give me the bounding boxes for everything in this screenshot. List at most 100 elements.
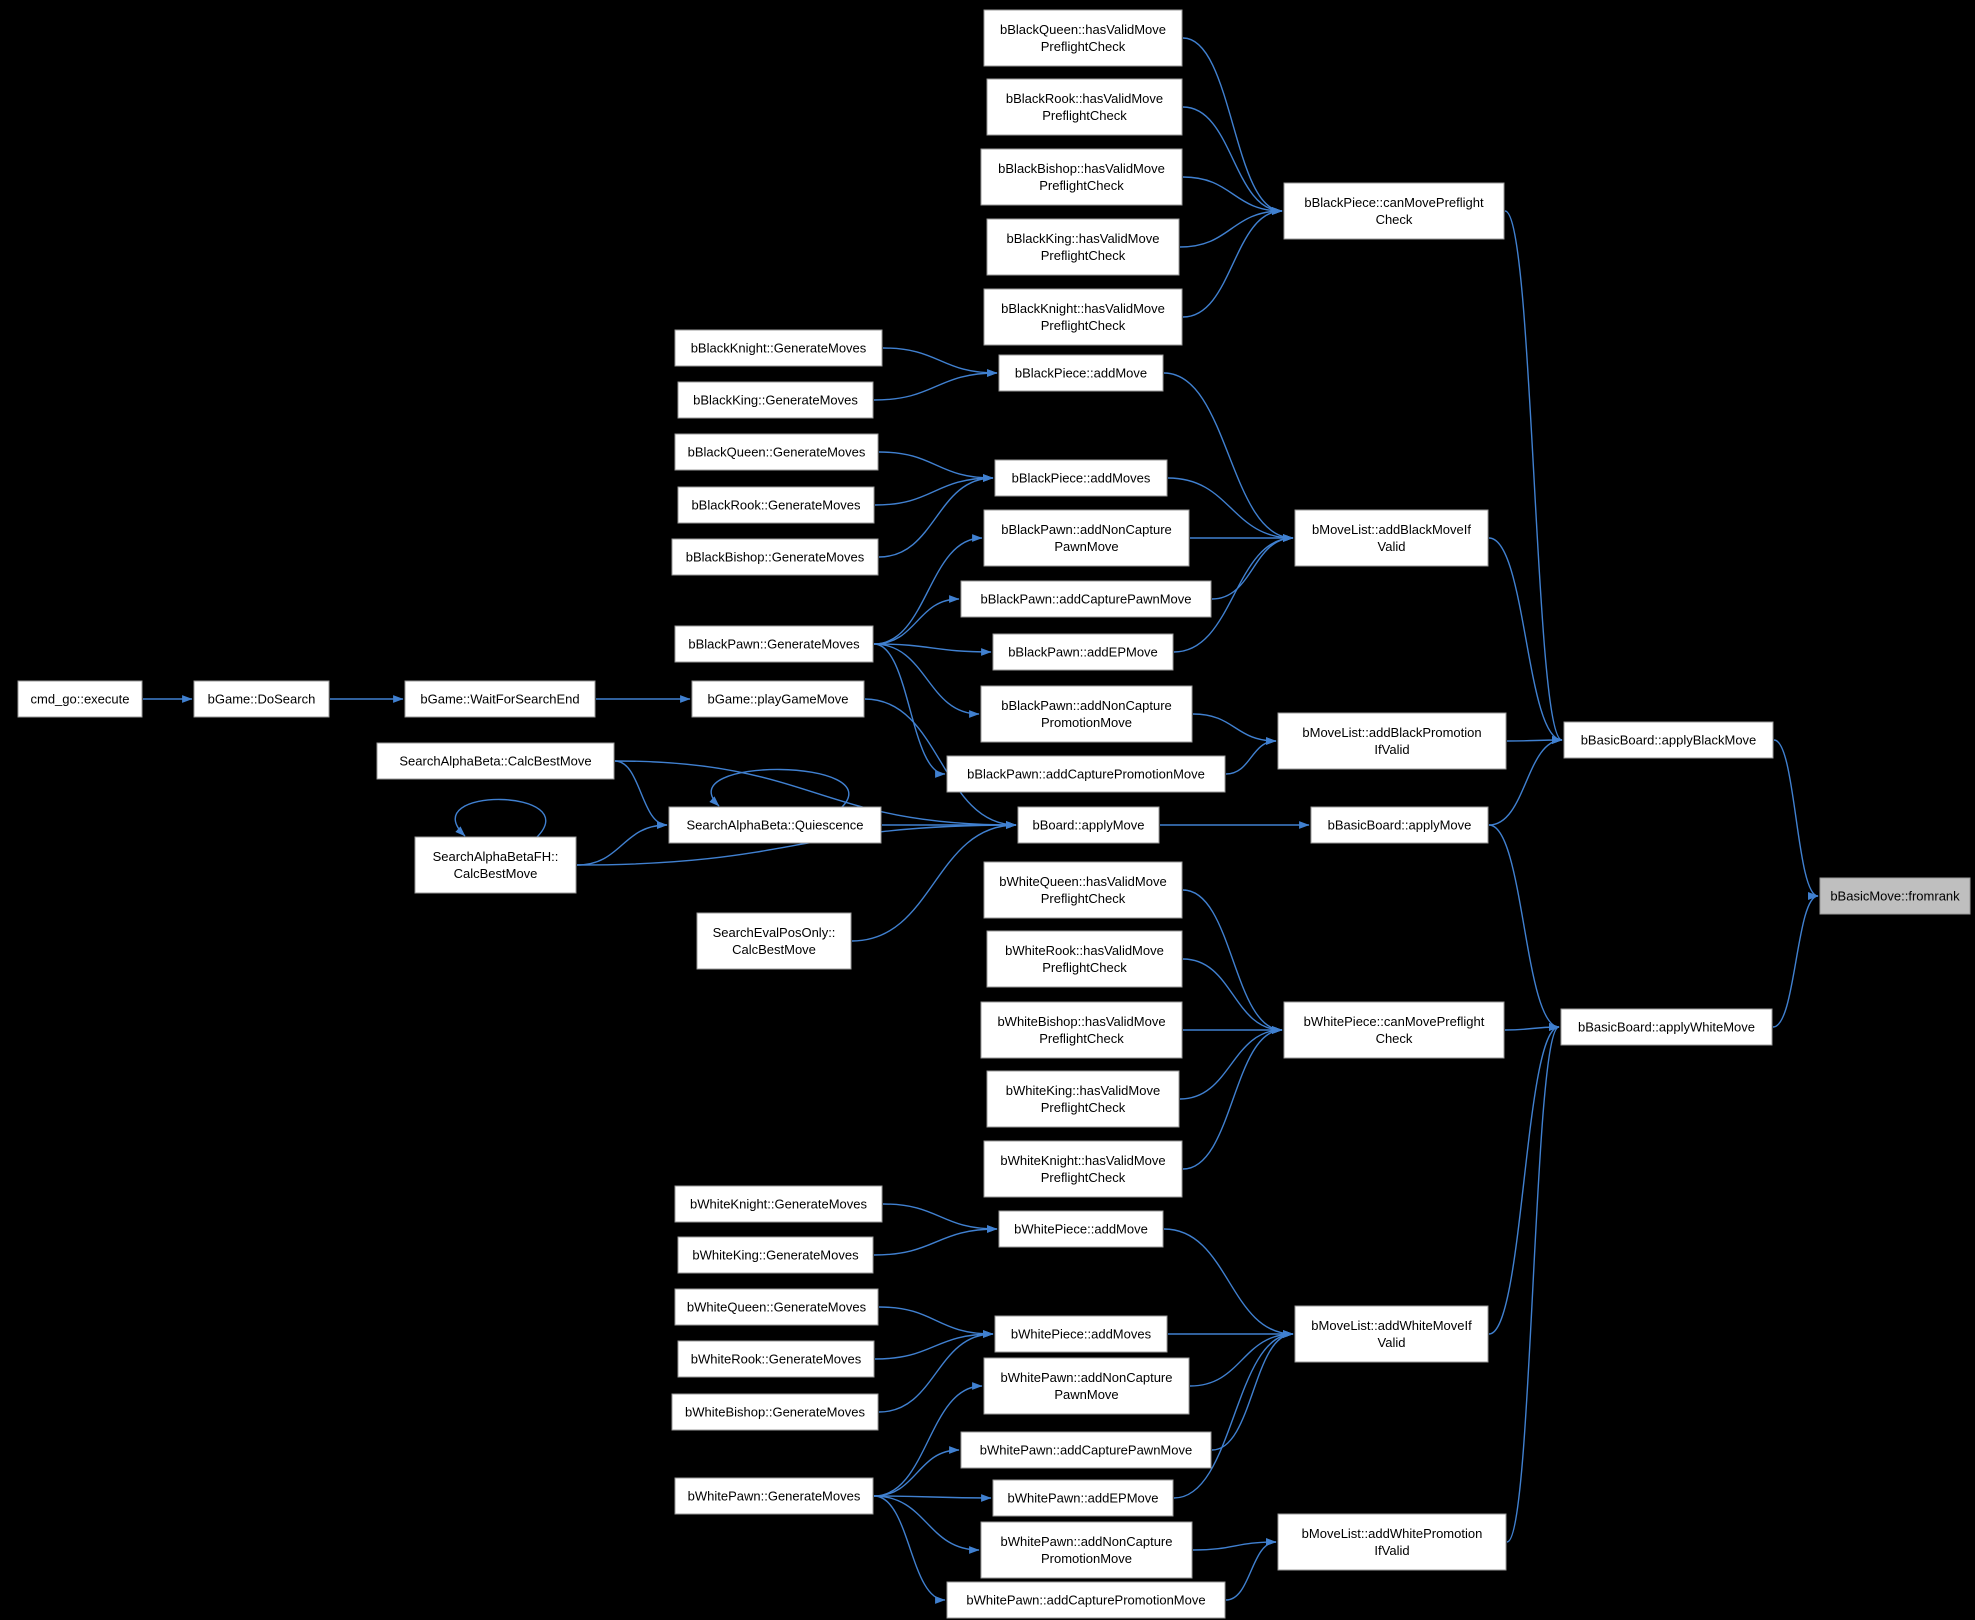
node-bGame_playGameMove[interactable]: bGame::playGameMove — [691, 680, 865, 718]
node-box-bWhitePawn_addEPMove[interactable] — [992, 1479, 1174, 1517]
node-box-bMoveList_addWhiteMoveIfValid[interactable] — [1294, 1305, 1489, 1363]
node-box-bBlackKnight_hasValidMovePreflightCheck[interactable] — [983, 288, 1183, 346]
node-box-bWhiteRook_hasValidMovePreflightCheck[interactable] — [986, 930, 1183, 988]
node-SearchAlphaBeta_Quiescence[interactable]: SearchAlphaBeta::Quiescence — [668, 806, 882, 844]
node-bBlackQueen_GenerateMoves[interactable]: bBlackQueen::GenerateMoves — [674, 433, 879, 471]
node-box-SearchAlphaBeta_CalcBestMove[interactable] — [376, 742, 615, 780]
node-box-bWhitePawn_GenerateMoves[interactable] — [674, 1477, 874, 1515]
node-box-bBasicBoard_applyMove[interactable] — [1310, 806, 1489, 844]
node-box-bBlackBishop_GenerateMoves[interactable] — [671, 538, 879, 576]
node-bWhitePawn_GenerateMoves[interactable]: bWhitePawn::GenerateMoves — [674, 1477, 874, 1515]
node-box-bBlackPawn_GenerateMoves[interactable] — [674, 625, 874, 663]
node-SearchAlphaBetaFH_CalcBestMove[interactable]: SearchAlphaBetaFH::CalcBestMove — [414, 836, 577, 894]
node-box-bBlackRook_GenerateMoves[interactable] — [677, 486, 875, 524]
node-bWhitePawn_addCapturePawnMove[interactable]: bWhitePawn::addCapturePawnMove — [960, 1431, 1212, 1469]
node-box-bGame_WaitForSearchEnd[interactable] — [404, 680, 596, 718]
node-bBlackKing_GenerateMoves[interactable]: bBlackKing::GenerateMoves — [677, 381, 874, 419]
node-cmd_go_execute[interactable]: cmd_go::execute — [17, 680, 143, 718]
node-box-bWhiteKnight_hasValidMovePreflightCheck[interactable] — [983, 1140, 1183, 1198]
node-box-bWhiteBishop_GenerateMoves[interactable] — [671, 1393, 879, 1431]
node-box-bBlackQueen_hasValidMovePreflightCheck[interactable] — [983, 9, 1183, 67]
node-bBlackRook_GenerateMoves[interactable]: bBlackRook::GenerateMoves — [677, 486, 875, 524]
node-box-bBlackPiece_addMove[interactable] — [998, 354, 1164, 392]
node-box-bBlackPawn_addEPMove[interactable] — [992, 633, 1174, 671]
node-bBlackPawn_addCapturePawnMove[interactable]: bBlackPawn::addCapturePawnMove — [960, 580, 1212, 618]
node-bBoard_applyMove[interactable]: bBoard::applyMove — [1017, 806, 1160, 844]
node-box-bWhitePawn_addCapturePromotionMove[interactable] — [946, 1581, 1226, 1619]
node-SearchEvalPosOnly_CalcBestMove[interactable]: SearchEvalPosOnly::CalcBestMove — [696, 912, 852, 970]
node-bWhiteKnight_GenerateMoves[interactable]: bWhiteKnight::GenerateMoves — [674, 1185, 883, 1223]
node-SearchAlphaBeta_CalcBestMove[interactable]: SearchAlphaBeta::CalcBestMove — [376, 742, 615, 780]
node-box-bWhiteRook_GenerateMoves[interactable] — [677, 1340, 875, 1378]
node-box-bBasicBoard_applyWhiteMove[interactable] — [1560, 1008, 1773, 1046]
node-bWhitePawn_addCapturePromotionMove[interactable]: bWhitePawn::addCapturePromotionMove — [946, 1581, 1226, 1619]
node-bWhiteKing_GenerateMoves[interactable]: bWhiteKing::GenerateMoves — [677, 1236, 874, 1274]
node-bWhiteBishop_GenerateMoves[interactable]: bWhiteBishop::GenerateMoves — [671, 1393, 879, 1431]
node-bBlackPawn_GenerateMoves[interactable]: bBlackPawn::GenerateMoves — [674, 625, 874, 663]
node-bBlackPiece_addMove[interactable]: bBlackPiece::addMove — [998, 354, 1164, 392]
node-bWhiteQueen_GenerateMoves[interactable]: bWhiteQueen::GenerateMoves — [674, 1288, 879, 1326]
node-box-bBasicBoard_applyBlackMove[interactable] — [1563, 721, 1774, 759]
node-box-bBlackKing_GenerateMoves[interactable] — [677, 381, 874, 419]
node-box-bWhitePawn_addNonCapturePawnMove[interactable] — [983, 1357, 1190, 1415]
node-box-bGame_DoSearch[interactable] — [193, 680, 330, 718]
node-box-bMoveList_addBlackPromotionIfValid[interactable] — [1277, 712, 1507, 770]
node-bWhitePawn_addEPMove[interactable]: bWhitePawn::addEPMove — [992, 1479, 1174, 1517]
node-box-SearchEvalPosOnly_CalcBestMove[interactable] — [696, 912, 852, 970]
node-bBlackPawn_addCapturePromotionMove[interactable]: bBlackPawn::addCapturePromotionMove — [946, 755, 1226, 793]
node-box-bWhiteKing_GenerateMoves[interactable] — [677, 1236, 874, 1274]
node-box-bBlackPiece_canMovePreflightCheck[interactable] — [1283, 182, 1505, 240]
node-box-SearchAlphaBeta_Quiescence[interactable] — [668, 806, 882, 844]
node-bWhitePiece_addMove[interactable]: bWhitePiece::addMove — [998, 1210, 1164, 1248]
node-bBlackBishop_GenerateMoves[interactable]: bBlackBishop::GenerateMoves — [671, 538, 879, 576]
node-bBasicBoard_applyBlackMove[interactable]: bBasicBoard::applyBlackMove — [1563, 721, 1774, 759]
node-box-bMoveList_addWhitePromotionIfValid[interactable] — [1277, 1513, 1507, 1571]
node-box-bBlackPawn_addCapturePromotionMove[interactable] — [946, 755, 1226, 793]
node-box-SearchAlphaBetaFH_CalcBestMove[interactable] — [414, 836, 577, 894]
node-box-cmd_go_execute[interactable] — [17, 680, 143, 718]
node-box-bWhitePiece_addMoves[interactable] — [994, 1315, 1168, 1353]
node-box-bBasicMove_fromrank[interactable] — [1819, 877, 1971, 915]
node-box-bMoveList_addBlackMoveIfValid[interactable] — [1294, 509, 1489, 567]
node-box-bWhitePawn_addNonCapturePromotionMove[interactable] — [980, 1521, 1193, 1579]
node-box-bWhiteQueen_hasValidMovePreflightCheck[interactable] — [983, 861, 1183, 919]
node-bGame_DoSearch[interactable]: bGame::DoSearch — [193, 680, 330, 718]
node-box-bBlackKing_hasValidMovePreflightCheck[interactable] — [986, 218, 1180, 276]
node-box-bBlackKnight_GenerateMoves[interactable] — [674, 329, 883, 367]
node-box-bGame_playGameMove[interactable] — [691, 680, 865, 718]
node-box-bWhiteBishop_hasValidMovePreflightCheck[interactable] — [980, 1001, 1183, 1059]
node-bBasicMove_fromrank[interactable]: bBasicMove::fromrank — [1819, 877, 1971, 915]
node-box-bBlackPiece_addMoves[interactable] — [994, 459, 1168, 497]
node-box-bWhiteKnight_GenerateMoves[interactable] — [674, 1185, 883, 1223]
node-bBlackKnight_GenerateMoves[interactable]: bBlackKnight::GenerateMoves — [674, 329, 883, 367]
node-box-bBlackQueen_GenerateMoves[interactable] — [674, 433, 879, 471]
node-box-bWhitePiece_canMovePreflightCheck[interactable] — [1283, 1001, 1505, 1059]
node-box-bBlackRook_hasValidMovePreflightCheck[interactable] — [986, 78, 1183, 136]
node-box-bBlackPawn_addNonCapturePromotionMove[interactable] — [980, 685, 1193, 743]
node-box-bWhitePawn_addCapturePawnMove[interactable] — [960, 1431, 1212, 1469]
node-box-bBlackPawn_addNonCapturePawnMove[interactable] — [983, 509, 1190, 567]
node-bBasicBoard_applyWhiteMove[interactable]: bBasicBoard::applyWhiteMove — [1560, 1008, 1773, 1046]
node-bWhiteRook_GenerateMoves[interactable]: bWhiteRook::GenerateMoves — [677, 1340, 875, 1378]
node-box-bWhiteKing_hasValidMovePreflightCheck[interactable] — [986, 1070, 1180, 1128]
node-box-bWhitePiece_addMove[interactable] — [998, 1210, 1164, 1248]
node-bBlackPiece_addMoves[interactable]: bBlackPiece::addMoves — [994, 459, 1168, 497]
node-bBlackPawn_addEPMove[interactable]: bBlackPawn::addEPMove — [992, 633, 1174, 671]
node-bBasicBoard_applyMove[interactable]: bBasicBoard::applyMove — [1310, 806, 1489, 844]
